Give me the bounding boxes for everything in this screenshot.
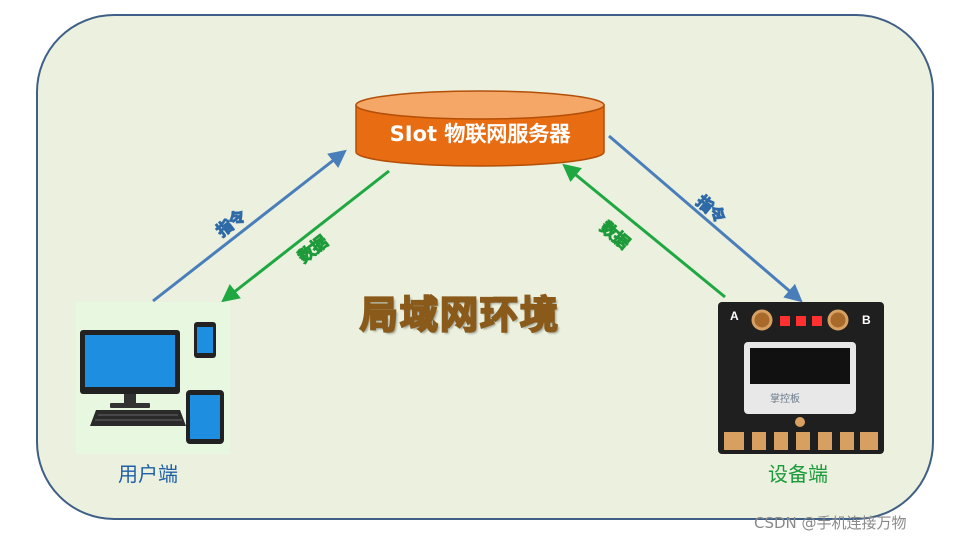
controller-board-icon: A B 掌控板 <box>718 302 884 454</box>
watermark: CSDN @手机连接万物 <box>754 514 907 532</box>
server-to-device-command-arrow <box>608 134 803 303</box>
lan-environment-title: 局域网环境 <box>359 292 561 338</box>
user-side-label: 用户端 <box>118 462 178 486</box>
board-brand-label: 掌控板 <box>770 392 800 405</box>
user-to-server-command-arrow <box>152 149 347 303</box>
phone-icon <box>194 322 216 358</box>
board-key-a: A <box>730 309 739 323</box>
desktop-monitor-icon <box>80 330 180 408</box>
board-key-b: B <box>862 313 871 327</box>
server-to-user-data-arrow <box>221 169 390 303</box>
user-devices-image <box>76 302 230 454</box>
device-to-server-data-arrow <box>562 163 726 299</box>
server-cylinder-icon <box>355 90 605 167</box>
server-label: SIot 物联网服务器 <box>389 122 571 146</box>
keyboard-icon <box>90 410 186 426</box>
device-side-label: 设备端 <box>768 462 828 486</box>
tablet-icon <box>186 390 224 444</box>
